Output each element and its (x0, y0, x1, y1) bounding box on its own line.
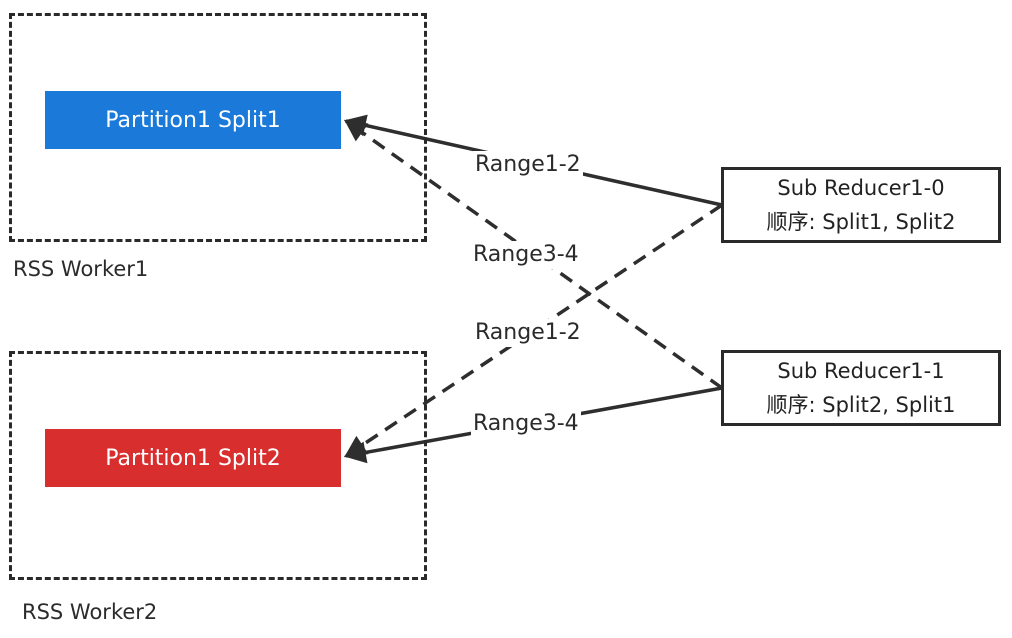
connection-label-range1-2-solid: Range1-2 (473, 151, 583, 179)
sub-reducer1-0-title: Sub Reducer1-0 (777, 176, 945, 200)
rss-worker1-label: RSS Worker1 (13, 257, 149, 281)
rss-worker2-box (9, 351, 427, 580)
rss-worker1-box (9, 13, 427, 242)
connection-arrow-2 (344, 203, 723, 458)
partition1-split1[interactable]: Partition1 Split1 (45, 91, 341, 149)
sub-reducer1-0-box[interactable]: Sub Reducer1-0 顺序: Split1, Split2 (721, 167, 1001, 243)
rss-worker2-label: RSS Worker2 (22, 600, 158, 624)
partition1-split2[interactable]: Partition1 Split2 (45, 429, 341, 487)
connection-label-range3-4-solid: Range3-4 (471, 410, 581, 438)
sub-reducer1-0-order: 顺序: Split1, Split2 (766, 210, 956, 234)
connection-label-range1-2-dashed: Range1-2 (473, 319, 583, 347)
sub-reducer1-1-title: Sub Reducer1-1 (777, 359, 945, 383)
connection-label-range3-4-dashed: Range3-4 (471, 241, 581, 269)
sub-reducer1-1-order: 顺序: Split2, Split1 (766, 393, 956, 417)
sub-reducer1-1-box[interactable]: Sub Reducer1-1 顺序: Split2, Split1 (721, 350, 1001, 426)
